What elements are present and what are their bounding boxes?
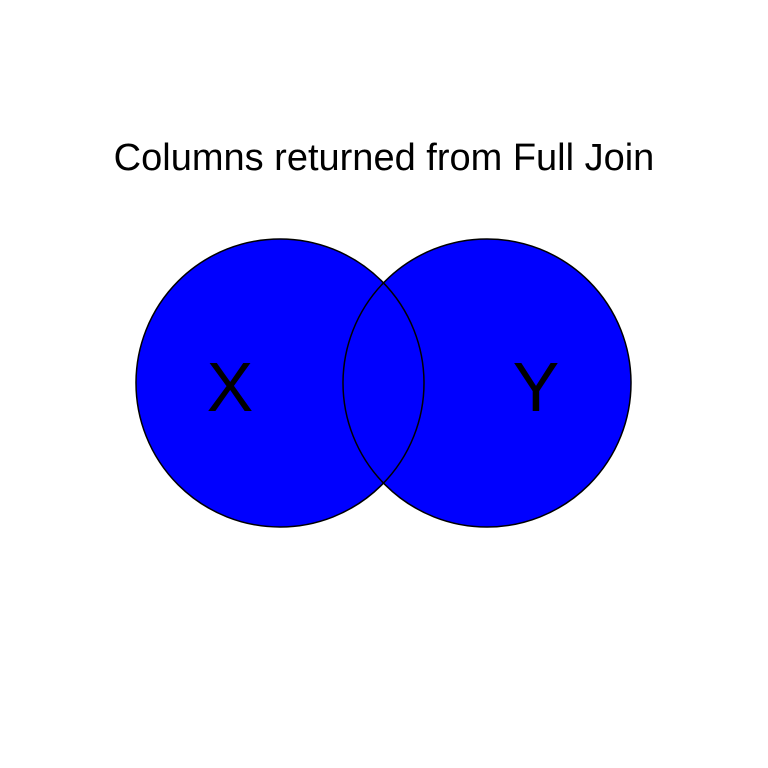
set-x-circle <box>136 239 424 527</box>
diagram-title: Columns returned from Full Join <box>114 137 655 179</box>
set-x-outline <box>135 238 425 528</box>
set-y-label: Y <box>513 348 560 426</box>
set-y-circle <box>343 239 631 527</box>
set-x-label: X <box>207 348 254 426</box>
set-y-outline <box>342 238 632 528</box>
